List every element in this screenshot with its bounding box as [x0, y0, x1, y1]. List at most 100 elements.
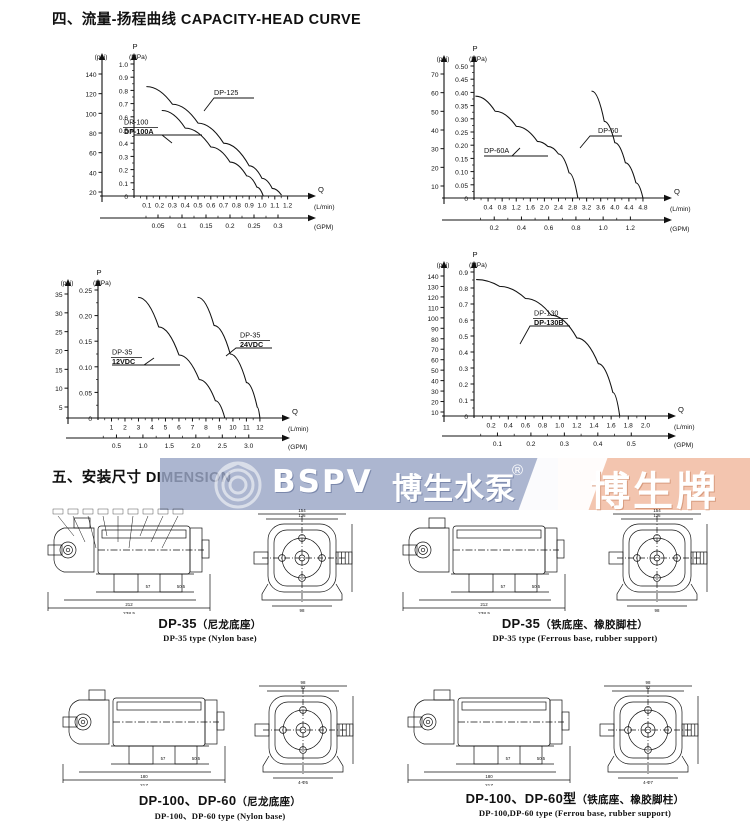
caption-dp100-dp60-nylon: DP-100、DP-60（尼龙底座） DP-100、DP-60 type (Ny…	[110, 790, 330, 822]
y-axis-unit-psi: (psi)	[437, 56, 450, 63]
caption-cn-model: DP-100、DP-60	[138, 793, 237, 808]
y-tick-label-psi: 30	[431, 147, 439, 154]
dimension-label: 98	[646, 680, 651, 685]
x-tick-label-gpm: 0.2	[225, 223, 234, 230]
x-tick-label-gpm: 0.05	[152, 223, 165, 230]
y-tick-label-mpa: 0.45	[455, 77, 468, 84]
x-tick-label-gpm: 0.6	[544, 225, 553, 232]
dimension-label: 50.5	[177, 584, 186, 589]
chart2-canvas: 00.050.100.150.200.250.300.350.400.450.5…	[431, 44, 691, 233]
y-tick-label-psi: 80	[431, 337, 439, 344]
series-label-text: DP-60	[598, 126, 618, 135]
y-tick-label-mpa: 0.10	[79, 365, 92, 372]
caption-en: DP-100、DP-60 type (Nylon base)	[154, 811, 286, 821]
dimension-label: 212	[125, 602, 133, 607]
caption-en: DP-100,DP-60 type (Ferrou base, rubber s…	[478, 808, 672, 818]
x-axis-unit-gpm: (GPM)	[674, 442, 693, 449]
x-tick-label-lmin: 0.4	[504, 423, 513, 430]
x-tick-label-lmin: 4	[150, 425, 154, 432]
x-tick-label-lmin: 0.2	[487, 423, 496, 430]
y-tick-label-mpa: 0.3	[459, 366, 468, 373]
y-tick-label-psi: 40	[431, 379, 439, 386]
y-axis-title: P	[472, 44, 477, 53]
x-tick-label-lmin: 0.8	[498, 205, 507, 212]
caption-cn-paren: （尼龙底座）	[196, 619, 262, 631]
y-tick-label-psi: 60	[431, 91, 439, 98]
x-tick-label-lmin: 12	[256, 425, 264, 432]
x-tick-label-gpm: 2.0	[191, 443, 200, 450]
x-tick-label-lmin: 4.8	[638, 205, 647, 212]
y-tick-label-mpa: 0.35	[455, 104, 468, 111]
curve-dp-35-24vdc	[197, 296, 261, 419]
x-tick-label-lmin: 2.8	[568, 205, 577, 212]
x-tick-label-lmin: 1.1	[270, 203, 279, 210]
x-tick-label-lmin: 1.2	[572, 423, 581, 430]
y-tick-label-mpa: 0.9	[119, 75, 128, 82]
x-axis-title: Q	[318, 185, 324, 194]
dimension-label: 154	[653, 508, 661, 513]
y-tick-label-psi: 20	[55, 349, 63, 356]
y-tick-label-psi: 140	[427, 274, 438, 281]
dimension-label: 57	[501, 584, 506, 589]
x-tick-label-gpm: 0.5	[112, 443, 121, 450]
x-tick-label-lmin: 1.2	[283, 203, 292, 210]
y-tick-label-mpa: 0.20	[79, 314, 92, 321]
x-tick-label-lmin: 0.6	[206, 203, 215, 210]
dimension-label: 180	[140, 774, 148, 779]
y-axis-unit-psi: (psi)	[437, 262, 450, 269]
curve-dp-35-12vdc	[137, 296, 226, 419]
pump-side-view	[47, 517, 211, 611]
x-axis-unit-lmin: (L/min)	[670, 206, 691, 213]
caption-dp35-ferrous: DP-35（铁底座、橡胶脚柱） DP-35 type (Ferrous base…	[460, 616, 690, 643]
pump-front-view	[599, 685, 699, 779]
caption-cn-paren: （铁底座、橡胶脚柱）	[540, 619, 649, 631]
gear-logo-icon	[214, 461, 262, 509]
pump-front-view	[608, 513, 708, 607]
y-tick-label-psi: 90	[431, 326, 439, 333]
dimension-label: 212	[480, 602, 488, 607]
x-tick-label-lmin: 2.4	[554, 205, 563, 212]
y-tick-label-mpa: 0.25	[455, 130, 468, 137]
x-tick-label-lmin: 1.0	[555, 423, 564, 430]
dimension-label: 238.5	[123, 611, 135, 614]
y-tick-label-psi: 40	[89, 170, 97, 177]
x-tick-label-lmin: 0.8	[538, 423, 547, 430]
x-tick-label-lmin: 1.8	[624, 423, 633, 430]
series-label-text: 12VDC	[112, 357, 135, 366]
y-tick-label-mpa: 0.05	[79, 390, 92, 397]
x-tick-label-lmin: 9	[218, 425, 222, 432]
y-tick-label-mpa: 0.6	[459, 318, 468, 325]
y-tick-label-psi: 35	[55, 292, 63, 299]
y-axis-unit-psi: (psi)	[95, 54, 108, 61]
x-tick-label-lmin: 0.5	[193, 203, 202, 210]
curve-dp-100	[161, 109, 264, 197]
y-tick-label-psi: 30	[55, 311, 63, 318]
series-label-text: DP-60A	[484, 146, 509, 155]
x-tick-label-lmin: 5	[164, 425, 168, 432]
x-tick-label-lmin: 1.0	[257, 203, 266, 210]
y-tick-label-mpa: 0.7	[459, 302, 468, 309]
curve-dp-125	[146, 86, 282, 196]
x-tick-label-lmin: 1.6	[526, 205, 535, 212]
x-tick-label-lmin: 1	[110, 425, 114, 432]
caption-en: DP-35 type (Nylon base)	[163, 633, 257, 643]
watermark-company-name: 博生水泵	[392, 473, 516, 506]
series-label-text: DP-35	[112, 347, 132, 356]
x-tick-label-lmin: 2.0	[641, 423, 650, 430]
x-tick-label-lmin: 7	[191, 425, 195, 432]
x-axis-unit-gpm: (GPM)	[670, 226, 689, 233]
series-label-text: 24VDC	[240, 340, 263, 349]
y-axis-mpa: 00.050.100.150.200.250.300.350.400.450.5…	[455, 55, 478, 203]
x-tick-label-lmin: 3.2	[582, 205, 591, 212]
dimension-label: 92	[301, 685, 306, 690]
series-label-dp-60: DP-60	[579, 126, 622, 149]
